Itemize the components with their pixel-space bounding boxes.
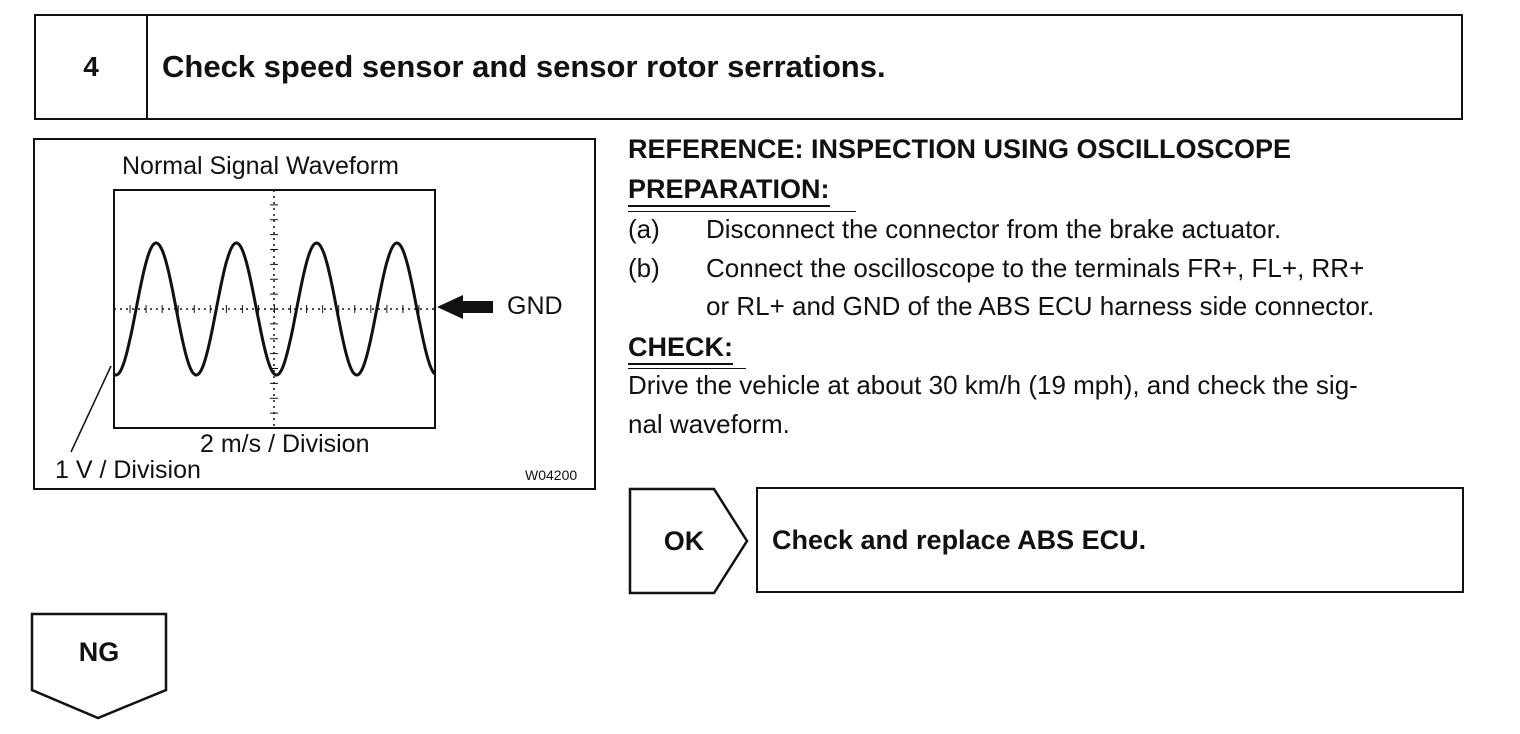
step-a-text: Disconnect the connector from the brake … (706, 214, 1282, 244)
ng-arrow-shape (30, 612, 168, 720)
step-a-marker: (a) (628, 214, 660, 244)
x-division-label: 2 m/s / Division (200, 430, 369, 458)
ok-action-text: Check and replace ABS ECU. (772, 524, 1147, 555)
step-b-text-line-2: or RL+ and GND of the ABS ECU harness si… (706, 291, 1375, 321)
y-division-label: 1 V / Division (55, 456, 201, 484)
step-b-text-line-1: Connect the oscilloscope to the terminal… (706, 253, 1365, 283)
gnd-arrow-icon (437, 295, 493, 319)
figure-title: Normal Signal Waveform (122, 152, 399, 180)
step-title: Check speed sensor and sensor rotor serr… (162, 49, 886, 84)
reference-heading: REFERENCE: INSPECTION USING OSCILLOSCOPE (628, 134, 1292, 164)
waveform-figure: Normal Signal Waveform GND 2 m/s / Divis… (33, 138, 596, 490)
ng-result-tab: NG (30, 612, 168, 720)
ok-action-box: Check and replace ABS ECU. (756, 487, 1464, 593)
figure-code: W04200 (525, 467, 577, 483)
step-header: 4 Check speed sensor and sensor rotor se… (34, 14, 1463, 120)
check-heading: CHECK: (628, 328, 733, 366)
check-text-line-1: Drive the vehicle at about 30 km/h (19 m… (628, 370, 1358, 400)
ok-arrow-shape (628, 487, 749, 595)
preparation-heading: PREPARATION: (628, 170, 830, 208)
waveform-diagram: Normal Signal Waveform GND 2 m/s / Divis… (55, 152, 577, 484)
scope-ticks (113, 189, 420, 429)
preparation-heading-text: PREPARATION: (628, 174, 830, 207)
check-text-line-2: nal waveform. (628, 409, 790, 439)
check-rule (628, 368, 746, 369)
check-heading-text: CHECK: (628, 332, 733, 365)
division-leader-line (70, 365, 112, 453)
signal-waveform (113, 241, 437, 377)
step-b-marker: (b) (628, 253, 660, 283)
step-number: 4 (36, 16, 148, 118)
ok-result-tab: OK (628, 487, 750, 595)
preparation-rule (628, 211, 856, 212)
ng-label: NG (78, 636, 120, 667)
ok-label: OK (663, 525, 705, 556)
gnd-label: GND (507, 292, 563, 320)
